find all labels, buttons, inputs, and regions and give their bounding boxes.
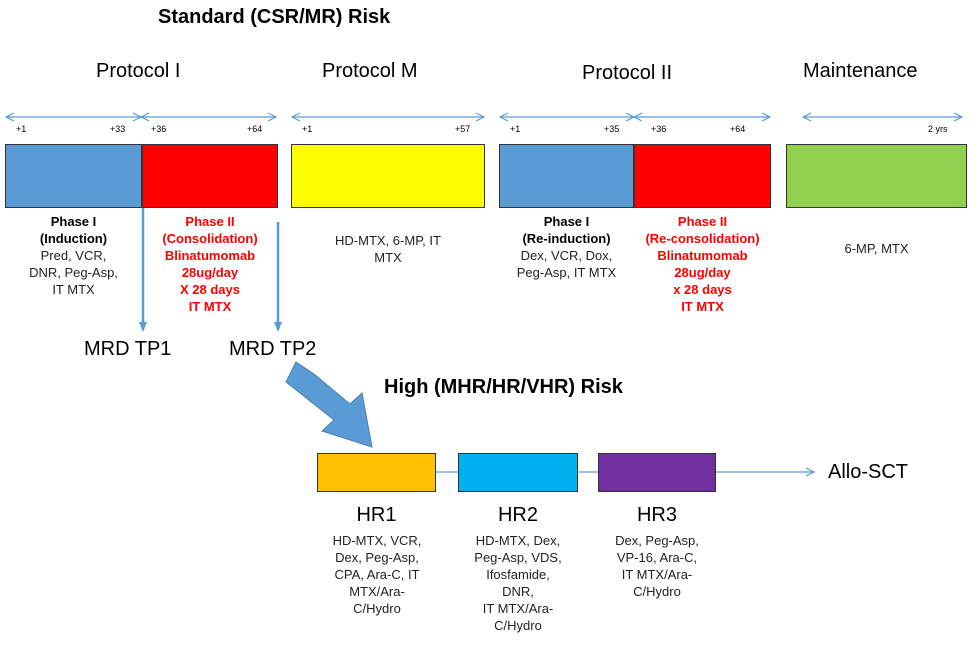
standard-risk-title: Standard (CSR/MR) Risk: [158, 6, 391, 28]
desc-hr1: HD-MTX, VCR, Dex, Peg-Asp, CPA, Ara-C, I…: [312, 532, 442, 617]
day-p1-end: +64: [247, 124, 263, 134]
day-p2-end: +64: [730, 124, 746, 134]
high-risk-title: High (MHR/HR/VHR) Risk: [384, 376, 623, 398]
box-pm: [291, 144, 485, 208]
drug-line: Dex, Peg-Asp,: [335, 550, 419, 565]
drug-line: IT MTX: [681, 299, 724, 314]
allo-sct-label: Allo-SCT: [828, 461, 909, 483]
day-p2-mid: +35: [604, 124, 620, 134]
desc-p1-induction: Phase I (Induction) Pred, VCR, DNR, Peg-…: [5, 213, 142, 298]
phase-subtitle: (Consolidation): [162, 231, 258, 246]
phase-title: Phase I: [543, 214, 590, 229]
drug-line: MTX/Ara-: [349, 584, 405, 599]
drug-line: Peg-Asp, IT MTX: [516, 265, 617, 280]
box-hr1: [317, 453, 436, 492]
drug-line: 28ug/day: [181, 265, 239, 280]
day-p1-start: +1: [16, 124, 27, 134]
drug-line: VP-16, Ara-C,: [616, 550, 698, 565]
drug-line: Dex, Peg-Asp,: [615, 533, 699, 548]
drug-line: HD-MTX, Dex,: [475, 533, 561, 548]
drug-line: IT MTX: [52, 282, 95, 297]
drug-line: C/Hydro: [633, 584, 681, 599]
drug-line: Dex, VCR, Dox,: [520, 248, 613, 263]
day-maint-end: 2 yrs: [928, 124, 948, 134]
day-p1-mid2: +36: [151, 124, 167, 134]
day-p1-mid: +33: [110, 124, 126, 134]
drug-line: IT MTX/Ara-: [621, 567, 693, 582]
desc-hr2: HD-MTX, Dex, Peg-Asp, VDS, Ifosfamide, D…: [453, 532, 583, 634]
drug-line: CPA, Ara-C, IT: [334, 567, 420, 582]
box-p2-reinduction: [499, 144, 634, 208]
phase-subtitle: (Re-consolidation): [645, 231, 760, 246]
hr2-label: HR2: [497, 504, 538, 526]
box-hr3: [598, 453, 716, 492]
drug-line: DNR, Peg-Asp,: [29, 265, 118, 280]
phase-title: Phase I: [50, 214, 97, 229]
day-p2-start: +1: [510, 124, 521, 134]
phase-subtitle: (Induction): [39, 231, 108, 246]
box-p1-consolidation: [142, 144, 278, 208]
box-p2-reconsolidation: [634, 144, 771, 208]
drug-line: Blinatumomab: [657, 248, 748, 263]
drug-line: 6-MP, MTX: [844, 241, 909, 256]
high-risk-block-arrow: [285, 361, 373, 448]
day-pm-end: +57: [455, 124, 471, 134]
drug-line: Blinatumomab: [164, 248, 256, 263]
drug-line: MTX: [374, 250, 402, 265]
box-hr2: [458, 453, 578, 492]
drug-line: DNR,: [502, 584, 534, 599]
mrd-tp2-label: MRD TP2: [229, 338, 317, 360]
mrd-tp1-arrowhead: [139, 322, 147, 332]
drug-line: Ifosfamide,: [486, 567, 550, 582]
day-pm-start: +1: [302, 124, 313, 134]
drug-line: C/Hydro: [494, 618, 542, 633]
drug-line: IT MTX/Ara-: [482, 601, 554, 616]
phase-subtitle: (Re-induction): [522, 231, 611, 246]
drug-line: x 28 days: [673, 282, 732, 297]
hr3-label: HR3: [636, 504, 677, 526]
phase-title: Phase II: [677, 214, 728, 229]
protocol-i-label: Protocol I: [96, 60, 181, 82]
phase-title: Phase II: [185, 214, 235, 229]
desc-maintenance: 6-MP, MTX: [786, 240, 967, 257]
maintenance-label: Maintenance: [803, 60, 918, 82]
mrd-tp1-label: MRD TP1: [84, 338, 172, 360]
desc-p1-consolidation: Phase II (Consolidation) Blinatumomab 28…: [142, 213, 278, 315]
drug-line: HD-MTX, VCR,: [332, 533, 422, 548]
desc-p2-reconsolidation: Phase II (Re-consolidation) Blinatumomab…: [634, 213, 771, 315]
box-maintenance: [786, 144, 967, 208]
protocol-ii-label: Protocol II: [582, 62, 673, 84]
desc-p2-reinduction: Phase I (Re-induction) Dex, VCR, Dox, Pe…: [499, 213, 634, 281]
mrd-tp2-arrowhead: [274, 322, 282, 332]
drug-line: 28ug/day: [674, 265, 731, 280]
box-p1-induction: [5, 144, 142, 208]
drug-line: C/Hydro: [353, 601, 401, 616]
drug-line: Pred, VCR,: [40, 248, 107, 263]
drug-line: HD-MTX, 6-MP, IT: [335, 233, 441, 248]
hr1-label: HR1: [356, 504, 397, 526]
day-p2-mid2: +36: [651, 124, 667, 134]
protocol-m-label: Protocol M: [322, 60, 418, 82]
desc-hr3: Dex, Peg-Asp, VP-16, Ara-C, IT MTX/Ara- …: [592, 532, 722, 600]
desc-pm: HD-MTX, 6-MP, IT MTX: [291, 232, 485, 266]
drug-line: X 28 days: [180, 282, 240, 297]
drug-line: Peg-Asp, VDS,: [474, 550, 562, 565]
drug-line: IT MTX: [188, 299, 232, 314]
